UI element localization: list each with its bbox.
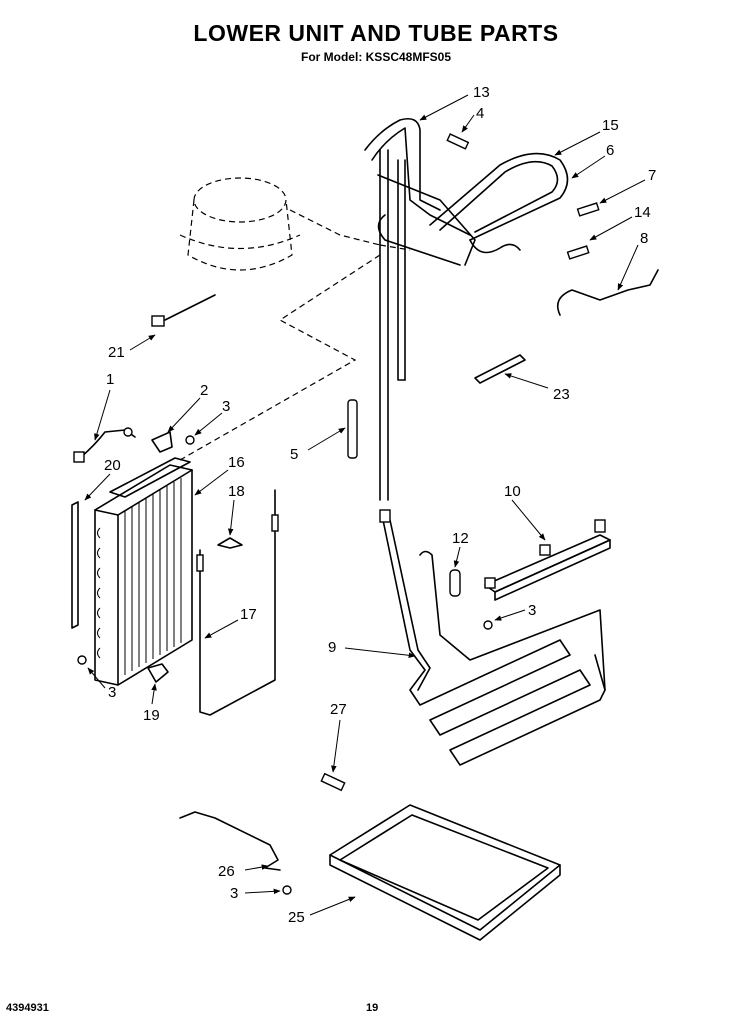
compressor-outline [179, 177, 301, 271]
callout-19: 19 [143, 707, 160, 724]
callout-9: 9 [328, 639, 336, 656]
callout-12: 12 [452, 530, 469, 547]
screw-3d [282, 885, 292, 895]
screw-3a [185, 435, 195, 445]
callout-17: 17 [240, 606, 257, 623]
callout-1: 1 [106, 371, 114, 388]
tube-part-14 [566, 245, 590, 260]
bracket-2 [151, 431, 173, 453]
screw-3c [483, 620, 493, 630]
callout-5: 5 [290, 446, 298, 463]
defrost-coil-9 [379, 509, 606, 766]
callout-16: 16 [228, 454, 245, 471]
clip-23 [474, 354, 526, 384]
callout-10: 10 [504, 483, 521, 500]
callout-26: 26 [218, 863, 235, 880]
wire-harness-1 [73, 427, 136, 463]
tube-part-27 [320, 772, 346, 792]
cable-tie-21 [151, 294, 216, 327]
condenser-16 [94, 457, 193, 686]
clip-18 [217, 537, 243, 549]
callout-13: 13 [473, 84, 490, 101]
callout-18: 18 [228, 483, 245, 500]
drain-pan-25 [329, 804, 561, 941]
callout-14: 14 [634, 204, 651, 221]
clip-19 [147, 663, 169, 683]
page-number: 19 [366, 1002, 379, 1014]
tube-part-8 [556, 269, 659, 316]
bracket-20 [71, 501, 79, 629]
callout-6: 6 [606, 142, 614, 159]
callout-4: 4 [476, 105, 484, 122]
tube-part-4 [446, 133, 470, 150]
callout-25: 25 [288, 909, 305, 926]
callout-3a: 3 [222, 398, 230, 415]
callout-3d: 3 [230, 885, 238, 902]
callout-7: 7 [648, 167, 656, 184]
tube-bundle-13 [364, 117, 476, 501]
model-subtitle: For Model: KSSC48MFS05 [300, 50, 452, 64]
callout-labels: 13 4 15 6 7 14 8 21 23 1 2 3 5 20 16 18 … [104, 84, 656, 926]
tube-part-5 [347, 399, 358, 459]
callout-2: 2 [200, 382, 208, 399]
callout-3b: 3 [108, 684, 116, 701]
leader-arrows [84, 94, 646, 916]
tube-part-26 [179, 811, 281, 871]
document-number: 4394931 [6, 1002, 49, 1014]
screw-3b [77, 655, 87, 665]
callout-23: 23 [553, 386, 570, 403]
page-title: LOWER UNIT AND TUBE PARTS [193, 20, 559, 46]
callout-27: 27 [330, 701, 347, 718]
tube-part-12 [449, 569, 461, 597]
callout-20: 20 [104, 457, 121, 474]
rack-10 [484, 519, 611, 601]
callout-3c: 3 [528, 602, 536, 619]
callout-8: 8 [640, 230, 648, 247]
tube-part-6 [576, 202, 600, 217]
callout-21: 21 [108, 344, 125, 361]
dashed-tube-route [179, 209, 411, 461]
thermistor-17 [196, 489, 279, 716]
callout-15: 15 [602, 117, 619, 134]
suction-loop-15 [429, 152, 569, 254]
